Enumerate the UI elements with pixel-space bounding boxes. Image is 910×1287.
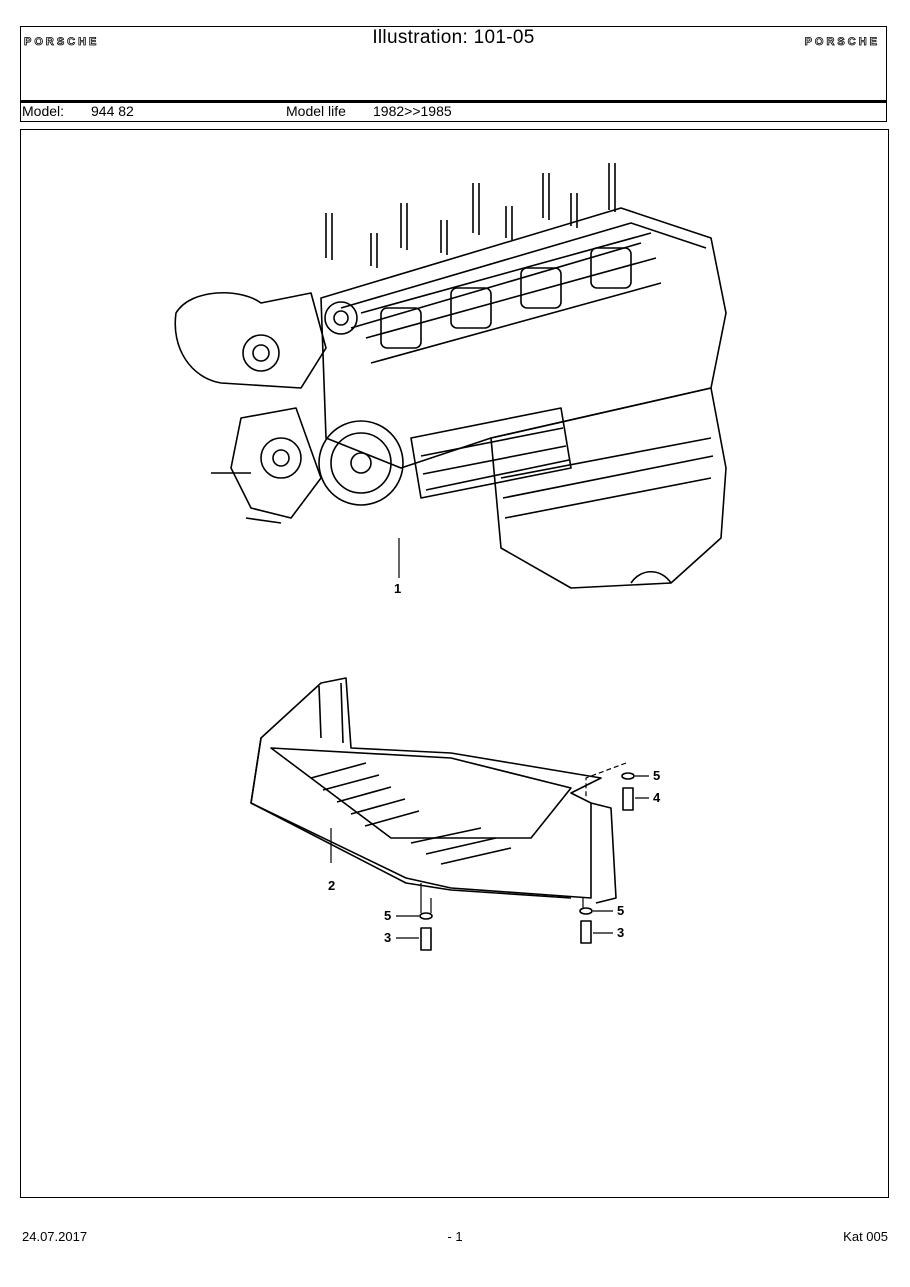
callout-4: 4 bbox=[653, 790, 661, 805]
cylinder-head-studs bbox=[325, 163, 616, 268]
footer-date: 24.07.2017 bbox=[22, 1229, 88, 1244]
illustration-frame: 1 bbox=[20, 129, 889, 1198]
model-row: Model: 944 82 Model life 1982>>1985 bbox=[21, 102, 886, 121]
callout-3-left: 3 bbox=[384, 930, 391, 945]
water-pump bbox=[174, 291, 327, 389]
callout-1: 1 bbox=[394, 581, 401, 596]
model-value: 944 82 bbox=[91, 103, 134, 119]
guard-plate-drawing bbox=[250, 677, 649, 951]
model-life-label: Model life bbox=[286, 103, 346, 119]
header-divider bbox=[21, 100, 886, 103]
page-title: Illustration: 101-05 bbox=[372, 27, 535, 48]
callout-5-left: 5 bbox=[384, 908, 391, 923]
callout-3-right: 3 bbox=[617, 925, 624, 940]
engine-block bbox=[320, 207, 727, 469]
engine-drawing bbox=[174, 163, 727, 589]
oil-pan bbox=[490, 387, 727, 589]
callout-5-top: 5 bbox=[653, 768, 660, 783]
callout-2: 2 bbox=[328, 878, 335, 893]
model-life-value: 1982>>1985 bbox=[373, 103, 452, 119]
front-pulley bbox=[318, 420, 404, 506]
porsche-logo-left: PORSCHE bbox=[24, 36, 100, 49]
footer-page-number: - 1 bbox=[447, 1229, 463, 1244]
model-label: Model: bbox=[22, 103, 65, 119]
guard-plate-slots bbox=[310, 762, 512, 865]
porsche-logo-right: PORSCHE bbox=[804, 36, 880, 49]
header-box: PORSCHE Illustration: 101-05 PORSCHE Mod… bbox=[20, 26, 887, 122]
exploded-parts-drawing: 1 bbox=[174, 163, 727, 951]
callout-5-right: 5 bbox=[617, 903, 624, 918]
footer-catalog-code: Kat 005 bbox=[843, 1229, 888, 1244]
